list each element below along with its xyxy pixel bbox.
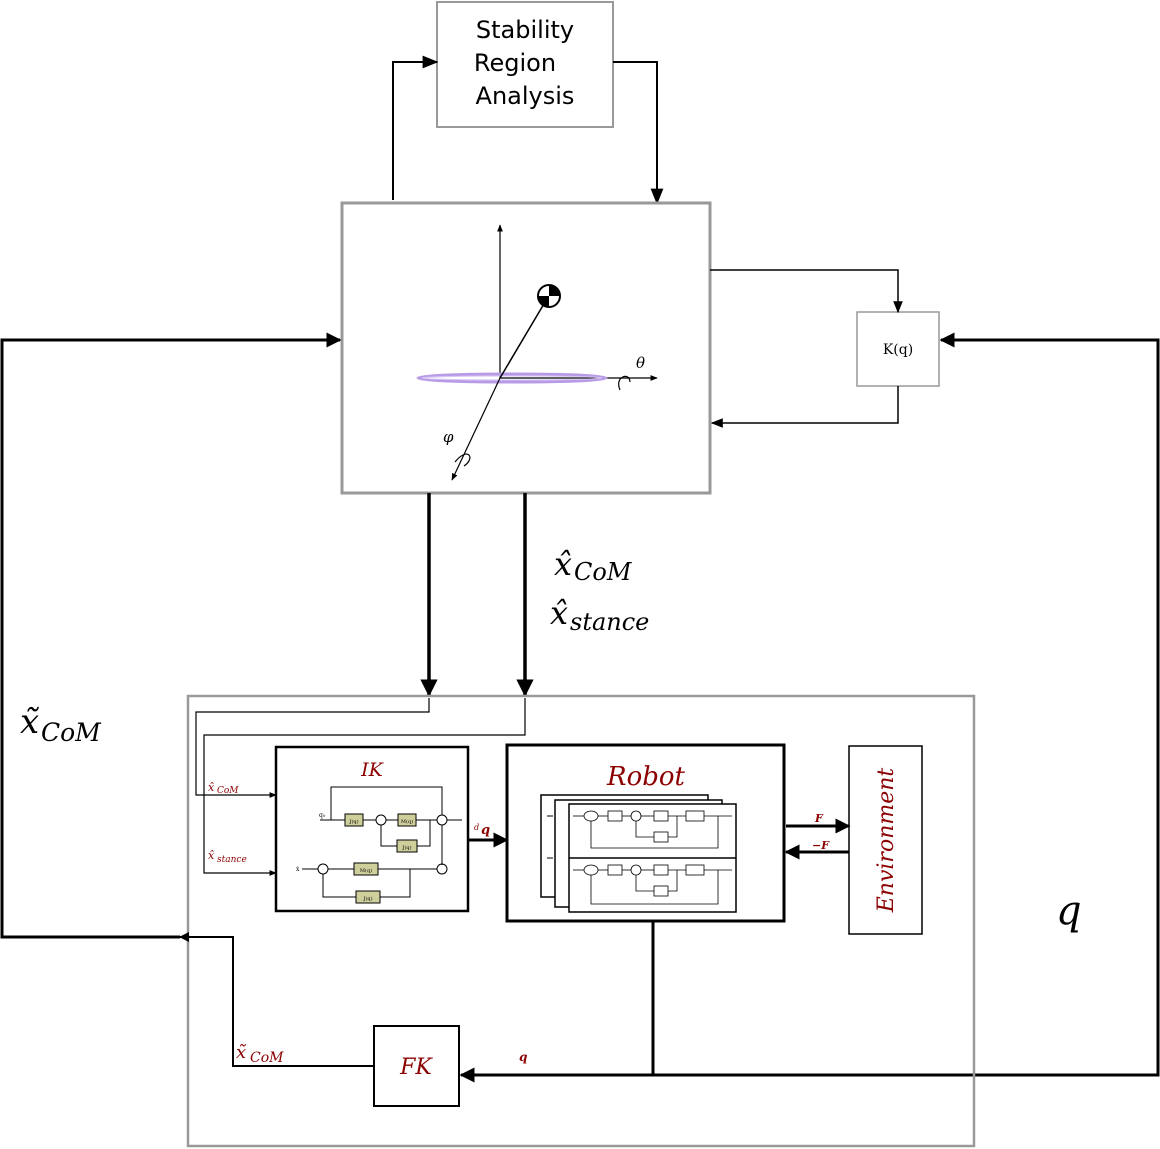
theta-rotation-icon (618, 375, 631, 391)
xstance-estimate-label: x̂ stance (550, 594, 649, 636)
pendulum-rod (499, 296, 549, 379)
svg-text:q: q (1056, 888, 1082, 934)
q-feedback-line (651, 332, 1160, 1077)
svg-text:x̂: x̂ (554, 545, 572, 583)
arrow-to-gain (710, 269, 903, 314)
ik-label: IK (360, 759, 385, 781)
svg-text:x̃: x̃ (236, 1042, 247, 1063)
xtilde-com-label: x̃ CoM (20, 702, 102, 747)
ik-q0-label: q₀ (319, 812, 326, 819)
pendulum-model-box: θ φ (340, 201, 712, 495)
gain-label: K(q) (883, 342, 913, 358)
svg-text:CoM: CoM (217, 786, 239, 796)
svg-text:d: d (474, 823, 479, 832)
ik-lower-loop (302, 862, 448, 904)
fk-output-label: x̃ CoM (236, 1042, 284, 1066)
svg-text:CoM: CoM (41, 718, 102, 747)
ik-input-xcom-line (195, 698, 430, 798)
arrow-from-stability (613, 61, 664, 205)
arrow-to-stability (392, 55, 439, 200)
ik-mq-block-2: M(q) (360, 867, 372, 874)
support-disc (416, 372, 608, 384)
robot-block: Robot (505, 743, 786, 923)
svg-text:x̂: x̂ (550, 594, 568, 632)
xcom-estimate-label: x̂ CoM (554, 545, 633, 586)
diagonal-axis (451, 377, 501, 481)
arrow-from-gain (710, 386, 899, 428)
stability-line-2: Region (474, 49, 556, 77)
ik-input-xstance-line (203, 698, 526, 876)
reaction-force-label: −F (812, 839, 830, 852)
force-label: F (814, 812, 824, 825)
robot-subsystem-lower (573, 864, 732, 905)
svg-text:x̂: x̂ (208, 781, 215, 794)
ik-input-xstance-label: x̂ stance (208, 849, 247, 865)
robot-subsystem-upper (573, 810, 732, 849)
stability-line-1: Stability (476, 16, 574, 44)
ik-input-xcom-label: x̂ CoM (208, 781, 239, 796)
robot-label: Robot (606, 762, 686, 792)
theta-label: θ (636, 354, 645, 372)
environment-block: Environment (848, 745, 923, 935)
ik-upper-loop (320, 786, 462, 865)
environment-label: Environment (874, 768, 899, 914)
svg-text:stance: stance (570, 608, 649, 636)
svg-text:CoM: CoM (250, 1050, 284, 1066)
svg-text:x̂: x̂ (208, 849, 215, 862)
ik-jq-block-1: J(q) (348, 818, 358, 825)
phi-label: φ (443, 428, 454, 446)
q-big-label: q (1056, 888, 1082, 934)
stability-region-box: Stability Region Analysis (436, 1, 614, 128)
gain-box: K(q) (856, 311, 940, 387)
svg-text:q: q (481, 823, 490, 838)
ik-mq-block-1: M(q) (401, 818, 413, 825)
stability-line-3: Analysis (476, 82, 575, 110)
ik-block: IK q₀ J(q) M(q) J(q) (274, 745, 470, 913)
fk-block: FK (373, 1025, 460, 1107)
ik-jq-block-3: J(q) (362, 895, 372, 902)
ik-jq-block-2: J(q) (401, 844, 411, 851)
xtilde-feedback-line (0, 332, 342, 939)
dq-label: d q (474, 823, 490, 838)
com-marker-icon (537, 284, 561, 308)
phi-rotation-icon (454, 453, 471, 467)
q-small-label: q (519, 1050, 527, 1064)
svg-text:x̃: x̃ (20, 702, 40, 742)
fk-output-line (179, 932, 374, 1067)
svg-text:stance: stance (217, 855, 247, 865)
inner-system-box (186, 694, 976, 1148)
fk-label: FK (399, 1055, 433, 1080)
svg-text:CoM: CoM (574, 558, 633, 586)
ik-xd-label: ẋ (296, 866, 300, 873)
